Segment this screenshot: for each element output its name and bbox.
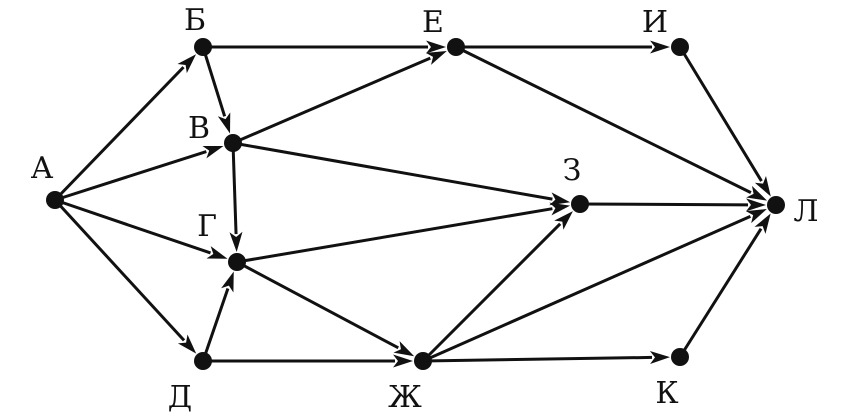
arrowhead-V-Z [549, 192, 571, 206]
edge-V-E [232, 56, 431, 145]
node-label-E: Е [422, 5, 444, 40]
arrowhead-Zh-K [649, 350, 671, 364]
edge-Z-L [579, 202, 749, 207]
edge-G-Zh [236, 260, 399, 350]
edge-A-B [53, 66, 185, 202]
edge-Zh-K [422, 355, 653, 363]
node-label-G: Г [197, 209, 217, 244]
edge-A-G [54, 198, 211, 255]
labels-layer: А Б В Г Д Е Ж З И К Л [31, 3, 819, 415]
arrowhead-G-Zh [393, 341, 415, 357]
node-K [671, 348, 689, 366]
arrowhead-D-G [221, 271, 234, 293]
node-A [46, 191, 64, 209]
node-I [671, 38, 689, 56]
node-L [767, 196, 785, 214]
arrowhead-V-E [425, 50, 447, 65]
node-Zh [414, 352, 432, 370]
edge-A-D [53, 198, 186, 342]
edge-A-V [54, 150, 207, 202]
edge-Zh-L [422, 214, 751, 363]
node-B [194, 38, 212, 56]
node-Z [571, 195, 589, 213]
edge-G-Z [236, 207, 553, 264]
node-D [194, 352, 212, 370]
arrowhead-Z-L [745, 198, 767, 212]
edge-I-L [678, 46, 763, 182]
arrowhead-B-V [217, 112, 231, 134]
arrowhead-A-D [177, 334, 197, 354]
edge-V-Z [232, 141, 553, 201]
arrowhead-G-Z [549, 202, 571, 216]
arrowhead-B-E [426, 40, 446, 54]
arrowhead-E-I [650, 40, 670, 54]
node-label-I: И [642, 5, 668, 40]
arrowhead-K-L [754, 213, 771, 234]
node-label-L: Л [793, 194, 818, 229]
arrowhead-D-Zh [393, 354, 413, 368]
node-G [228, 253, 246, 271]
arrowhead-Zh-L [745, 209, 767, 224]
edge-D-G [201, 287, 230, 362]
node-label-K: К [655, 376, 678, 411]
edge-Zh-Z [421, 222, 562, 363]
arrowhead-A-V [202, 145, 224, 159]
arrowhead-A-B [177, 54, 197, 74]
node-label-D: Д [168, 380, 192, 415]
node-label-Z: З [563, 153, 582, 188]
edge-K-L [678, 227, 763, 358]
arrowhead-E-L [746, 185, 768, 201]
nodes-layer [46, 38, 785, 370]
node-label-A: А [31, 151, 54, 186]
node-label-V: В [188, 111, 210, 146]
arrowhead-I-L [754, 175, 771, 197]
node-label-Zh: Ж [388, 380, 422, 415]
arrowhead-V-G [229, 231, 243, 253]
edge-V-G [231, 142, 238, 235]
edge-E-L [455, 45, 752, 194]
node-label-B: Б [184, 3, 206, 38]
edge-B-V [201, 46, 227, 117]
arrowhead-A-G [206, 246, 228, 259]
arrowhead-Zh-Z [554, 211, 573, 230]
node-E [447, 38, 465, 56]
edges-layer [53, 40, 771, 368]
node-V [224, 134, 242, 152]
